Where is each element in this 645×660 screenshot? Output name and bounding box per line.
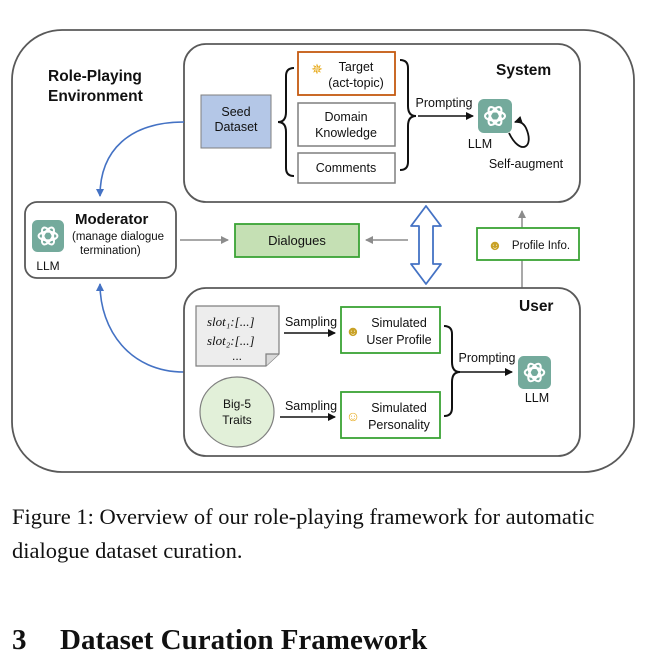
environment-label: Role-Playing bbox=[48, 68, 142, 85]
section-number: 3 bbox=[12, 624, 27, 656]
domain-knowledge-label: Knowledge bbox=[315, 126, 377, 140]
target-icon: ✵ bbox=[311, 61, 323, 77]
system-llm-icon bbox=[478, 99, 512, 133]
big5-traits-circle bbox=[199, 376, 275, 448]
big5-traits-label: Big-5 bbox=[223, 397, 251, 411]
moderator-box bbox=[24, 201, 177, 279]
target-label: Target bbox=[339, 60, 374, 74]
user-llm-icon bbox=[518, 356, 551, 389]
simulated-personality-label: Simulated bbox=[371, 401, 427, 415]
system-frame bbox=[183, 43, 581, 203]
user-llm-label: LLM bbox=[525, 391, 549, 405]
system-user-exchange-arrow bbox=[410, 205, 442, 285]
moderator-llm-icon bbox=[32, 220, 64, 252]
user-brace bbox=[443, 325, 461, 417]
slot-2: slot₂:[...] bbox=[207, 333, 255, 348]
sampling-label-1: Sampling bbox=[285, 315, 337, 329]
system-prompting-label: Prompting bbox=[416, 96, 473, 110]
system-title: System bbox=[496, 62, 551, 79]
simulated-personality-box bbox=[340, 391, 441, 439]
slot-document-fold bbox=[265, 353, 279, 366]
user-to-moderator-arrow bbox=[96, 283, 185, 373]
simulated-profile-box bbox=[340, 306, 441, 354]
domain-knowledge-box bbox=[297, 102, 396, 147]
seed-dataset-box bbox=[200, 94, 272, 149]
target-label: (act-topic) bbox=[328, 76, 384, 90]
system-to-moderator-arrow bbox=[96, 121, 185, 197]
environment-label: Environment bbox=[48, 88, 143, 105]
dialogues-box bbox=[234, 223, 360, 258]
section-heading: 3 Dataset Curation Framework bbox=[12, 624, 427, 657]
moderator-title: Moderator bbox=[75, 211, 149, 228]
simulated-profile-label: Simulated bbox=[371, 316, 427, 330]
self-augment-arrow bbox=[508, 115, 530, 148]
self-augment-label: Self-augment bbox=[489, 157, 564, 171]
moderator-desc: (manage dialogue bbox=[72, 231, 164, 243]
moderator-llm-label: LLM bbox=[36, 259, 59, 273]
comments-label: Comments bbox=[316, 161, 376, 175]
user-title: User bbox=[519, 298, 553, 315]
big5-traits-label: Traits bbox=[222, 413, 252, 427]
comments-box bbox=[297, 152, 396, 184]
sampling-label-2: Sampling bbox=[285, 399, 337, 413]
profile-info-box bbox=[476, 227, 580, 261]
seed-dataset-label: Dataset bbox=[214, 120, 258, 134]
moderator-desc: termination) bbox=[80, 245, 141, 257]
section-title: Dataset Curation Framework bbox=[60, 624, 428, 656]
simulated-profile-icon: ☻ bbox=[346, 323, 361, 339]
profile-info-label: Profile Info. bbox=[512, 240, 570, 252]
simulated-profile-label: User Profile bbox=[366, 333, 431, 347]
simulated-personality-icon: ☺ bbox=[346, 408, 360, 424]
domain-knowledge-label: Domain bbox=[324, 110, 367, 124]
brace-left bbox=[277, 67, 295, 177]
target-box bbox=[297, 51, 396, 96]
seed-dataset-label: Seed bbox=[221, 105, 250, 119]
slot-1: slot₁:[...] bbox=[207, 314, 255, 329]
figure-caption: Figure 1: Overview of our role-playing f… bbox=[12, 504, 595, 563]
framework-diagram: Role-Playing Environment System Seed Dat… bbox=[11, 29, 635, 473]
slot-ellipsis: ... bbox=[232, 349, 242, 363]
simulated-personality-label: Personality bbox=[368, 418, 431, 432]
dialogues-label: Dialogues bbox=[268, 233, 326, 248]
profile-icon: ☻ bbox=[488, 237, 503, 253]
user-prompting-label: Prompting bbox=[459, 351, 516, 365]
system-llm-label: LLM bbox=[468, 137, 492, 151]
brace-right bbox=[399, 59, 417, 171]
user-frame bbox=[183, 287, 581, 457]
environment-frame bbox=[11, 29, 635, 473]
